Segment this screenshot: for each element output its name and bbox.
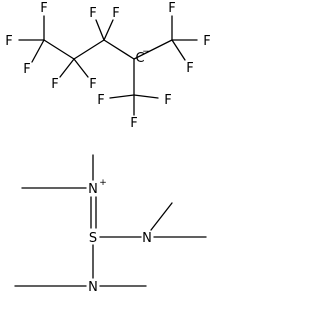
atom-f7: F [112, 6, 119, 21]
atom-n-bottom: N [88, 280, 98, 295]
bond-c3-f7 [103, 19, 114, 41]
bond-c2-f4 [59, 58, 75, 78]
atom-f3: F [23, 62, 30, 77]
bond-c2-c3 [73, 39, 105, 60]
atom-f6: F [89, 6, 96, 21]
bond-c1-f3 [31, 39, 45, 63]
molecule-perfluoro-carbanion: F F F F F F F C − F F F F F F [5, 1, 210, 131]
atom-f13: F [130, 116, 137, 131]
bond-c6-f11 [109, 94, 135, 99]
bond-c2-f5 [73, 58, 89, 78]
atom-f8: F [168, 1, 175, 16]
atom-f11: F [97, 93, 104, 108]
atom-f1: F [5, 34, 12, 49]
atom-f9: F [203, 34, 210, 49]
molecule-sulfonium-cation: N + S N N [14, 154, 207, 295]
bond-c1-c2 [43, 39, 75, 60]
atom-n-cation: N [88, 182, 98, 197]
bond-nright-methyl-top [150, 202, 173, 231]
atom-f2: F [40, 1, 47, 16]
bond-c4-c5 [133, 39, 173, 60]
atom-f5: F [89, 77, 96, 92]
atom-s: S [89, 231, 97, 246]
atom-f12: F [164, 93, 171, 108]
bond-c3-c4 [103, 39, 135, 60]
n-cation-charge: + [99, 178, 107, 188]
atom-n-right: N [142, 231, 152, 246]
bond-c5-f10 [171, 39, 186, 61]
bond-c6-f12 [133, 94, 159, 99]
atom-f4: F [51, 77, 58, 92]
atom-f10: F [186, 61, 193, 76]
carbanion-charge: − [142, 47, 150, 57]
structure-diagram: F F F F F F F C − F F F F F F N + S N [5, 1, 210, 295]
atom-c-carbanion: C [135, 51, 144, 66]
bond-c3-f6 [95, 19, 105, 41]
chemical-structure-canvas: F F F F F F F C − F F F F F F N + S N [5, 1, 210, 295]
